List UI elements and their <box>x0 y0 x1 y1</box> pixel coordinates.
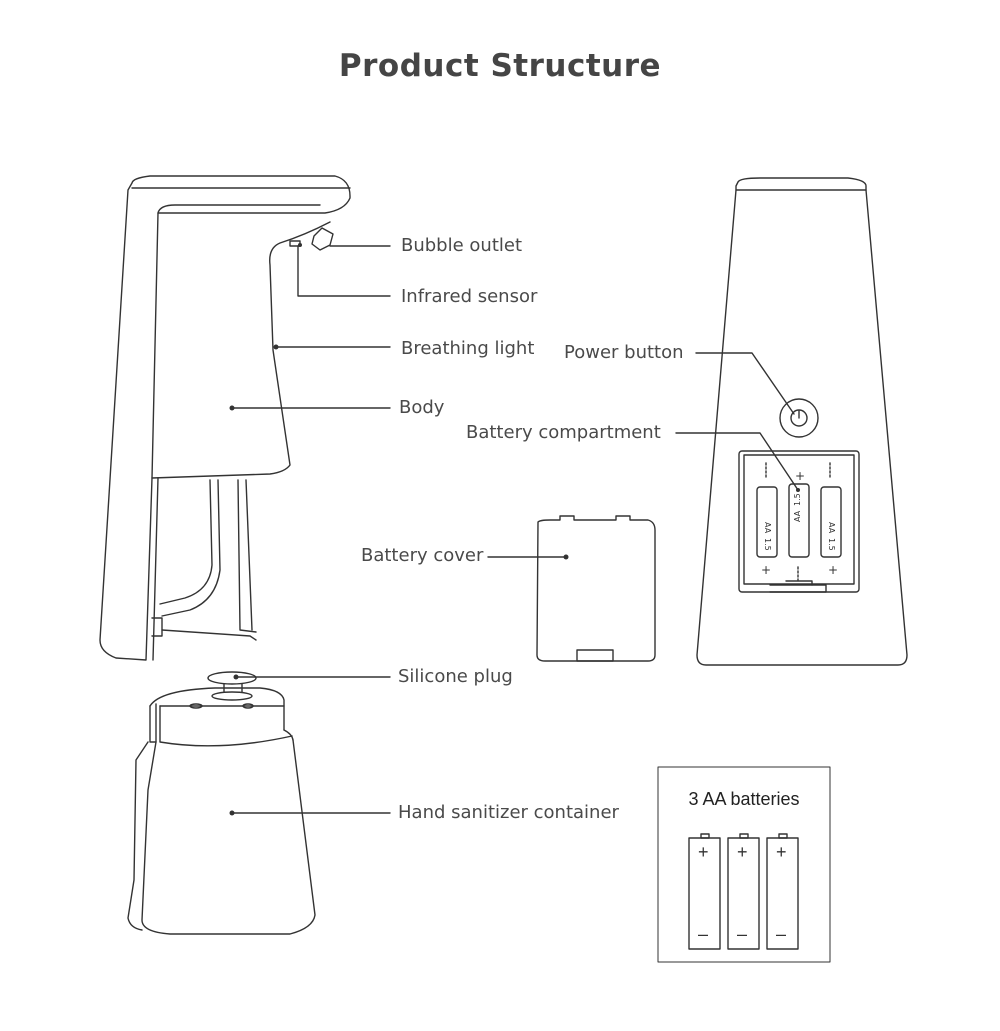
leader-lines-left <box>231 245 391 814</box>
label-power-button: Power button <box>564 342 684 363</box>
sanitizer-container <box>127 671 316 935</box>
leader-lines-right <box>675 352 799 491</box>
cell-mid-v: 1.5 <box>793 493 802 506</box>
batteries-title: 3 AA batteries <box>688 789 800 809</box>
label-bubble-outlet: Bubble outlet <box>401 235 523 256</box>
cell-left-v: 1.5 <box>763 538 772 551</box>
cell-mid-plus: + <box>795 469 805 483</box>
label-silicone-plug: Silicone plug <box>398 666 513 687</box>
label-container: Hand sanitizer container <box>398 802 619 823</box>
label-infrared-sensor: Infrared sensor <box>401 286 538 307</box>
battery-1-minus: – <box>698 924 709 944</box>
cell-left-plus: + <box>761 563 771 577</box>
label-body: Body <box>399 397 445 418</box>
dispenser-body-side <box>99 175 351 661</box>
cell-right-plus: + <box>828 563 838 577</box>
battery-3-minus: – <box>776 924 787 944</box>
battery-cover <box>487 515 656 662</box>
label-battery-cover: Battery cover <box>361 545 484 566</box>
aa-batteries-box <box>657 766 831 963</box>
battery-3-plus: + <box>776 842 787 862</box>
cell-right-aa: AA <box>827 522 836 534</box>
battery-2-minus: – <box>737 924 748 944</box>
battery-1-plus: + <box>698 842 709 862</box>
page-title: Product Structure <box>338 48 662 84</box>
cell-mid-aa: AA <box>793 510 802 522</box>
label-battery-compartment: Battery compartment <box>466 422 661 443</box>
cell-left-aa: AA <box>763 522 772 534</box>
dispenser-back-view <box>696 177 908 666</box>
label-breathing-light: Breathing light <box>401 338 535 359</box>
battery-2-plus: + <box>737 842 748 862</box>
cell-right-v: 1.5 <box>827 538 836 551</box>
compartment-markings: AA 1.5 AA 1.5 AA 1.5 + + + <box>761 469 838 577</box>
